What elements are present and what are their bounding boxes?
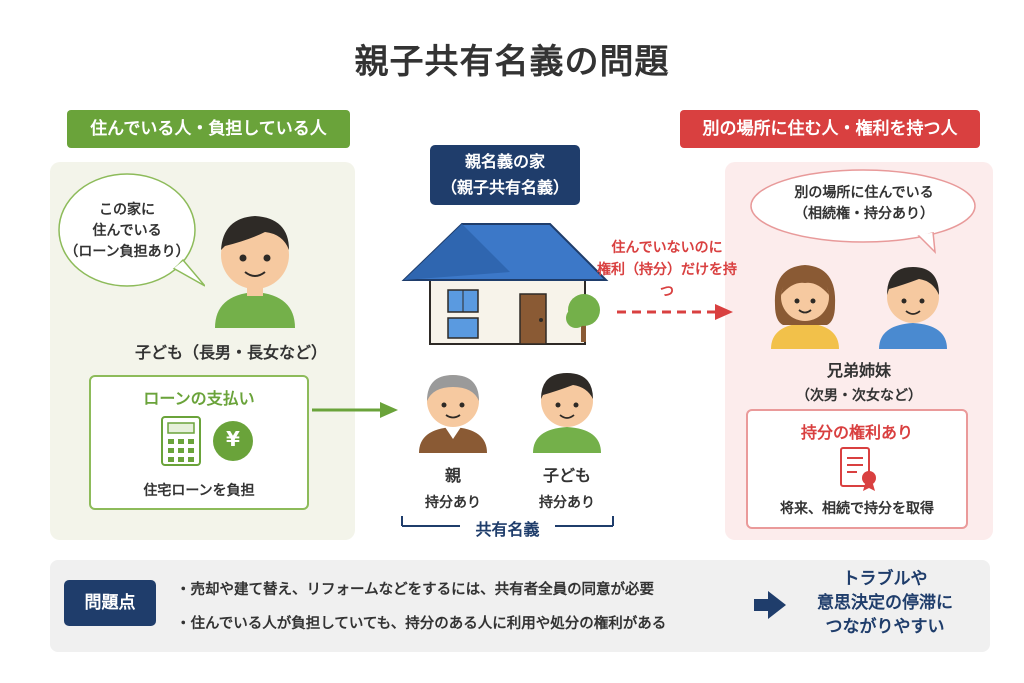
left-section-tag: 住んでいる人・負担している人 xyxy=(67,110,350,148)
loan-arrow xyxy=(312,402,398,418)
right-bubble-text: 別の場所に住んでいる （相続権・持分あり） xyxy=(794,185,934,222)
problem-bar xyxy=(50,560,990,652)
owner-child: 子ども 持分あり xyxy=(539,466,595,511)
right-speech-bubble xyxy=(750,169,976,255)
loan-box-caption: 住宅ローンを負担 xyxy=(143,483,255,499)
problem-tag: 問題点 xyxy=(64,580,156,626)
right-section-tag: 別の場所に住む人・権利を持つ人 xyxy=(680,110,980,148)
rights-arrow xyxy=(617,304,733,320)
calculator-icon xyxy=(161,416,201,466)
house-tag: 親名義の家 （親子共有名義） xyxy=(430,145,580,205)
conclusion-text: トラブルや 意思決定の停滞に つながりやすい xyxy=(817,569,953,637)
sibling-label: 兄弟姉妹 （次男・次女など） xyxy=(796,361,922,404)
yen-icon xyxy=(213,421,253,461)
loan-box-title: ローンの支払い xyxy=(143,389,255,408)
yen-symbol: ¥ xyxy=(226,427,240,451)
parent-person-icon xyxy=(419,375,487,453)
sister-person-icon xyxy=(771,265,839,349)
house-icon xyxy=(401,223,609,345)
child-owner-person-icon xyxy=(533,373,601,453)
page-title: 親子共有名義の問題 xyxy=(354,42,670,82)
left-speech-bubble xyxy=(58,173,205,287)
child-person-icon xyxy=(215,216,295,328)
problem-bullet-2: ・住んでいる人が負担していても、持分のある人に利用や処分の権利がある xyxy=(176,616,667,632)
problem-bullet-1: ・売却や建て替え、リフォームなどをするには、共有者全員の同意が必要 xyxy=(176,582,655,598)
share-box-title: 持分の権利あり xyxy=(800,423,913,442)
co-ownership-bracket xyxy=(401,516,614,527)
certificate-icon xyxy=(840,447,876,491)
owner-parent: 親 持分あり xyxy=(425,466,481,511)
bracket-label: 共有名義 xyxy=(475,520,540,539)
child-label: 子ども（長男・長女など） xyxy=(135,343,328,362)
brother-person-icon xyxy=(879,267,947,349)
left-bubble-text: この家に 住んでいる （ローン負担あり） xyxy=(64,202,190,260)
conclusion-arrow-icon xyxy=(754,591,786,619)
share-box-caption: 将来、相続で持分を取得 xyxy=(780,501,934,517)
arrow-note: 住んでいないのに 権利（持分）だけを持つ xyxy=(597,240,737,300)
